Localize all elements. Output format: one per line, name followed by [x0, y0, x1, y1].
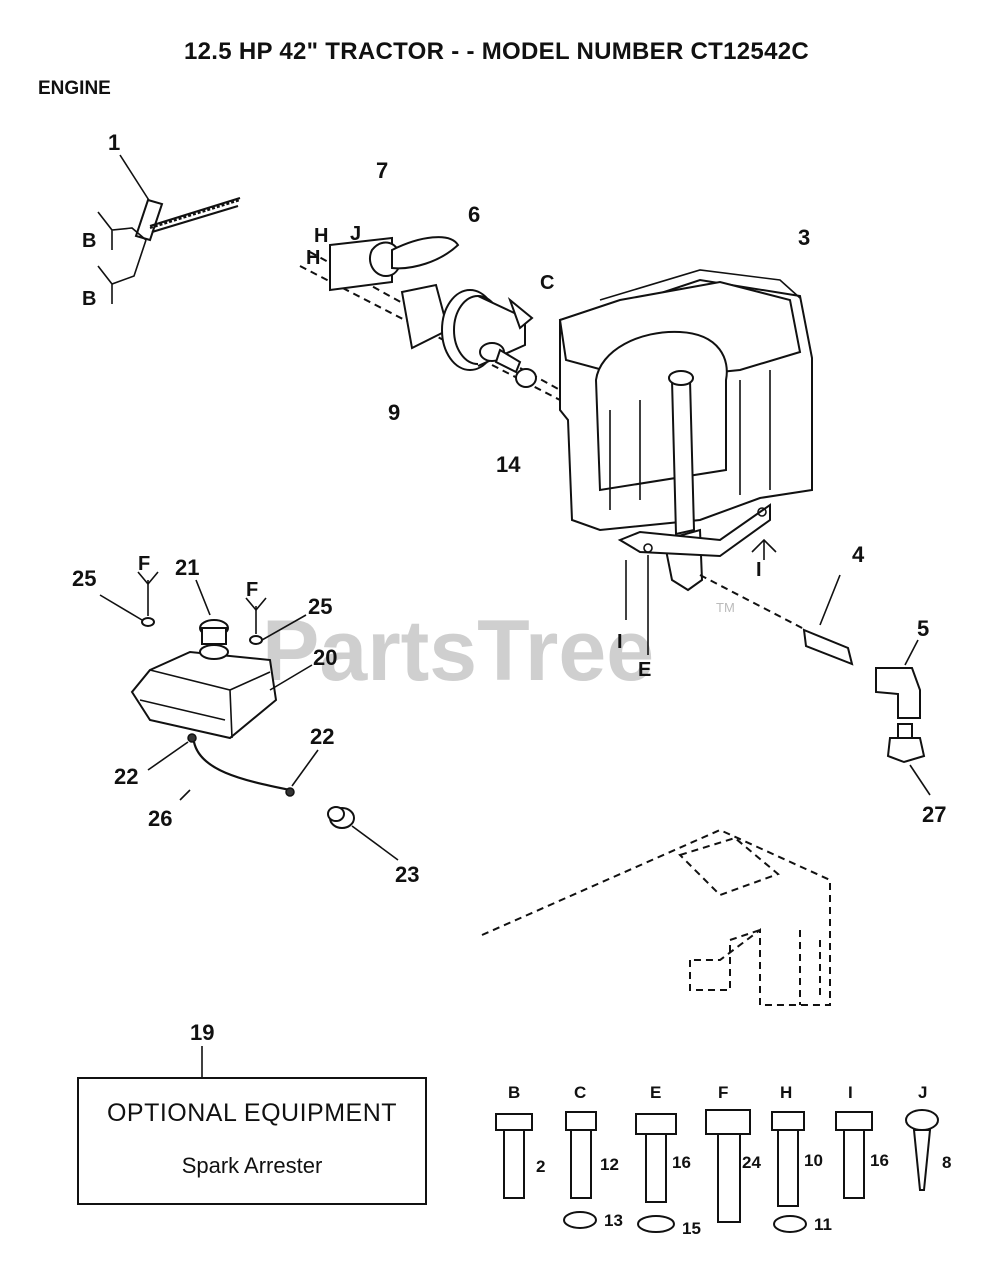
callout-14: 14 — [496, 452, 521, 477]
marker-h-2: H — [306, 247, 320, 269]
hardware-legend: B 2 C 12 13 E 16 15 F 24 H — [495, 1083, 951, 1238]
callout-4: 4 — [852, 542, 865, 567]
part-25-grommets[interactable] — [99, 571, 307, 645]
callout-25-right: 25 — [308, 594, 332, 619]
hw-letter-i: I — [848, 1083, 853, 1102]
callout-21: 21 — [175, 555, 199, 580]
part-4-oil-drain-extension[interactable] — [802, 574, 854, 666]
hw-letter-j: J — [918, 1083, 927, 1102]
hw-number-10: 10 — [804, 1151, 823, 1170]
optional-equipment-item: Spark Arrester — [181, 1153, 323, 1178]
part-22-clamps[interactable] — [147, 733, 319, 797]
part-21-fuel-cap[interactable] — [195, 579, 229, 660]
part-20-fuel-tank[interactable] — [130, 650, 313, 740]
marker-i-2: I — [617, 631, 623, 653]
callout-3: 3 — [798, 225, 810, 250]
part-26-fuel-line[interactable] — [179, 741, 291, 801]
hardware-markers: B B H H J C F F I I E — [82, 223, 762, 681]
part-27-drain-plug[interactable] — [886, 723, 931, 796]
part-1-throttle-cable[interactable] — [97, 154, 241, 304]
callout-27: 27 — [922, 802, 946, 827]
marker-c: C — [540, 272, 554, 294]
hw-letter-f: F — [718, 1083, 728, 1102]
marker-h-1: H — [314, 225, 328, 247]
callout-9: 9 — [388, 400, 400, 425]
part-23-fitting[interactable] — [327, 806, 399, 861]
section-label: ENGINE — [38, 78, 111, 99]
marker-f-1: F — [138, 553, 150, 575]
part-5-elbow[interactable] — [875, 639, 921, 719]
watermark-tm: TM — [716, 600, 735, 615]
hw-number-16-e: 16 — [672, 1153, 691, 1172]
marker-e: E — [638, 659, 651, 681]
hw-letter-h: H — [780, 1083, 792, 1102]
callout-23: 23 — [395, 862, 419, 887]
watermark-text: PartsTree — [262, 603, 654, 699]
hw-washer-11: 11 — [814, 1215, 832, 1234]
callout-labels: 1 3 4 5 6 7 9 14 19 20 21 22 22 23 25 25… — [72, 130, 946, 1045]
callout-25-left: 25 — [72, 566, 96, 591]
marker-j: J — [350, 223, 361, 245]
mount-arrows — [625, 538, 807, 655]
hw-number-12: 12 — [600, 1155, 619, 1174]
chassis-outline — [481, 828, 831, 1006]
air-cleaner-assembly[interactable] — [299, 236, 561, 401]
hw-number-16-i: 16 — [870, 1151, 889, 1170]
callout-20: 20 — [313, 645, 337, 670]
marker-f-2: F — [246, 579, 258, 601]
callout-7: 7 — [376, 158, 388, 183]
marker-i-1: I — [756, 559, 762, 581]
callout-26: 26 — [148, 806, 172, 831]
hw-number-8: 8 — [942, 1153, 951, 1172]
callout-19: 19 — [190, 1020, 214, 1045]
marker-b-2: B — [82, 288, 96, 310]
hw-washer-13: 13 — [604, 1211, 623, 1230]
callout-22-right: 22 — [310, 724, 334, 749]
optional-equipment-title: OPTIONAL EQUIPMENT — [106, 1099, 398, 1127]
optional-equipment-box: OPTIONAL EQUIPMENT Spark Arrester — [77, 1077, 427, 1205]
part-3-engine[interactable] — [558, 269, 813, 592]
hw-letter-e: E — [650, 1083, 661, 1102]
hw-letter-c: C — [574, 1083, 586, 1102]
hw-washer-15: 15 — [682, 1219, 701, 1238]
callout-5: 5 — [917, 616, 929, 641]
hw-letter-b: B — [508, 1083, 520, 1102]
callout-1: 1 — [108, 130, 120, 155]
marker-b-1: B — [82, 230, 96, 252]
callout-22-left: 22 — [114, 764, 138, 789]
hw-number-2: 2 — [536, 1157, 545, 1176]
hw-number-24: 24 — [742, 1153, 761, 1172]
page-title: 12.5 HP 42" TRACTOR - - MODEL NUMBER CT1… — [183, 38, 810, 65]
callout-6: 6 — [468, 202, 480, 227]
